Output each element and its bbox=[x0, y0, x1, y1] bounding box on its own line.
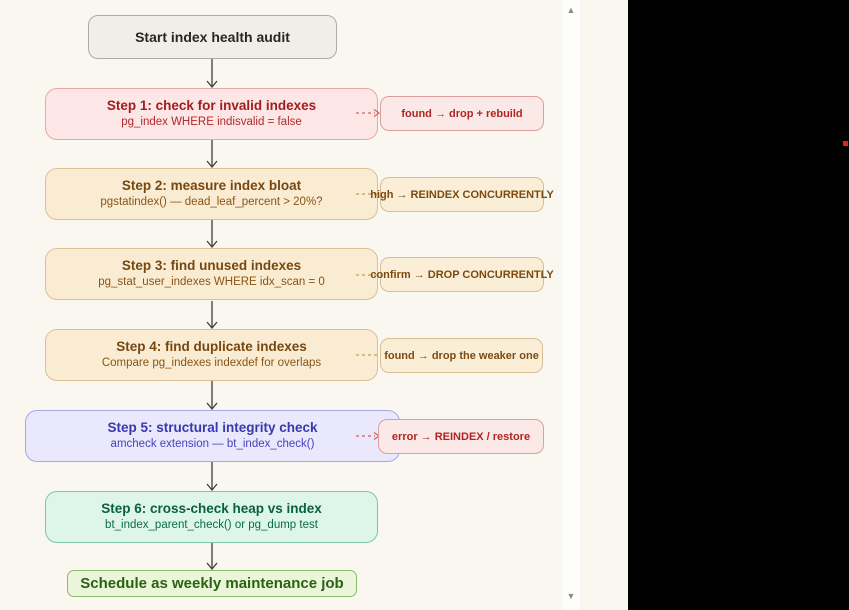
step-title: Step 2: measure index bloat bbox=[121, 178, 302, 194]
scroll-up-icon: ▲ bbox=[566, 5, 576, 15]
node-step-4: Step 4: find duplicate indexes Compare p… bbox=[45, 329, 378, 381]
side-label-text: high → REINDEX CONCURRENTLY bbox=[370, 188, 554, 201]
side-label-text: error → REINDEX / restore bbox=[391, 430, 531, 443]
node-start: Start index health audit bbox=[88, 15, 337, 59]
step-subtitle: pg_index WHERE indisvalid = false bbox=[121, 116, 302, 129]
dashed-connector-icon bbox=[356, 354, 380, 356]
dashed-connector-icon bbox=[356, 274, 380, 276]
black-side-panel bbox=[628, 0, 849, 610]
dashed-connector-icon bbox=[356, 193, 380, 195]
flow-arrow-icon bbox=[206, 59, 218, 89]
step-title: Step 1: check for invalid indexes bbox=[106, 98, 317, 114]
node-step-1: Step 1: check for invalid indexes pg_ind… bbox=[45, 88, 378, 140]
node-step-6: Step 6: cross-check heap vs index bt_ind… bbox=[45, 491, 378, 543]
node-end: Schedule as weekly maintenance job bbox=[67, 570, 357, 597]
step-title: Step 5: structural integrity check bbox=[107, 420, 318, 436]
flow-arrow-icon bbox=[206, 140, 218, 169]
side-label-step-4: found → drop the weaker one bbox=[380, 338, 543, 373]
side-label-text: confirm → DROP CONCURRENTLY bbox=[370, 268, 554, 281]
flow-arrow-icon bbox=[206, 543, 218, 571]
side-label-step-2: high → REINDEX CONCURRENTLY bbox=[370, 177, 554, 212]
node-start-label: Start index health audit bbox=[135, 29, 290, 45]
flow-arrow-icon bbox=[206, 301, 218, 330]
side-label-text: found → drop + rebuild bbox=[401, 107, 523, 120]
flow-arrow-icon bbox=[206, 220, 218, 249]
side-label-text: found → drop the weaker one bbox=[384, 349, 539, 362]
step-subtitle: bt_index_parent_check() or pg_dump test bbox=[105, 519, 318, 532]
side-label-step-5: error → REINDEX / restore bbox=[378, 419, 544, 454]
node-step-2: Step 2: measure index bloat pgstatindex(… bbox=[45, 168, 378, 220]
step-subtitle: Compare pg_indexes indexdef for overlaps bbox=[101, 357, 322, 370]
scroll-up-button[interactable]: ▲ bbox=[562, 2, 580, 18]
dashed-connector-icon bbox=[356, 109, 381, 117]
step-subtitle: pg_stat_user_indexes WHERE idx_scan = 0 bbox=[98, 276, 325, 289]
vertical-scrollbar[interactable]: ▲ ▼ bbox=[562, 0, 580, 610]
side-label-step-1: found → drop + rebuild bbox=[380, 96, 544, 131]
step-title: Step 6: cross-check heap vs index bbox=[101, 501, 322, 517]
scroll-down-icon: ▼ bbox=[566, 591, 576, 601]
flow-arrow-icon bbox=[206, 381, 218, 411]
node-step-5: Step 5: structural integrity check amche… bbox=[25, 410, 400, 462]
side-label-step-3: confirm → DROP CONCURRENTLY bbox=[370, 257, 554, 292]
step-title: Step 4: find duplicate indexes bbox=[116, 339, 307, 355]
red-status-dot bbox=[843, 141, 848, 146]
scroll-down-button[interactable]: ▼ bbox=[562, 588, 580, 604]
step-subtitle: pgstatindex() — dead_leaf_percent > 20%? bbox=[100, 196, 323, 209]
flow-arrow-icon bbox=[206, 462, 218, 492]
node-step-3: Step 3: find unused indexes pg_stat_user… bbox=[45, 248, 378, 300]
step-title: Step 3: find unused indexes bbox=[121, 258, 302, 274]
step-subtitle: amcheck extension — bt_index_check() bbox=[110, 438, 315, 451]
node-end-label: Schedule as weekly maintenance job bbox=[80, 575, 344, 592]
